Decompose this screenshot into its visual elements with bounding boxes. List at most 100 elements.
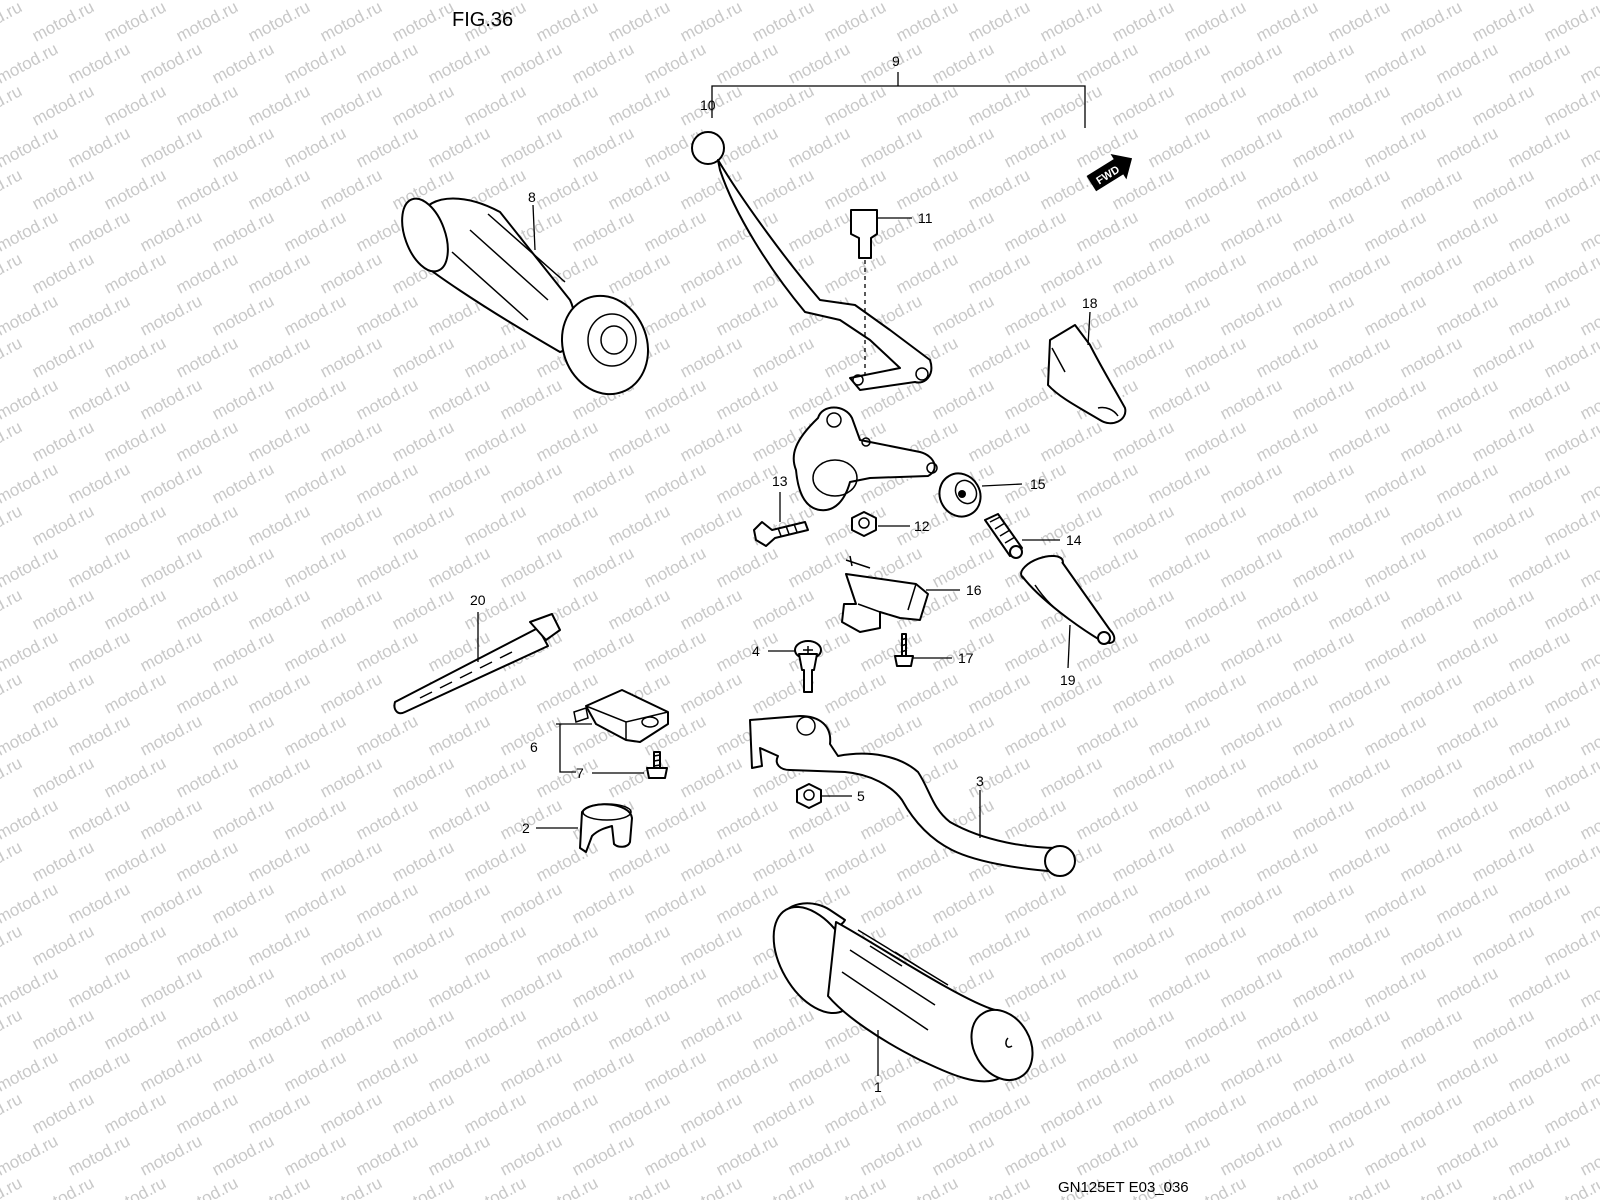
screw-17: 17 [894,633,974,667]
watermark-text: motod.ru [1325,669,1393,717]
watermark-text: motod.ru [317,81,385,129]
watermark-text: motod.ru [497,0,565,4]
watermark-text: motod.ru [569,879,637,927]
watermark-text: motod.ru [1541,417,1600,465]
watermark-text: motod.ru [821,249,889,297]
watermark-text: motod.ru [1001,123,1069,171]
watermark-text: motod.ru [1577,627,1600,675]
watermark-text: motod.ru [0,921,25,969]
watermark-text: motod.ru [1289,879,1357,927]
watermark-text: motod.ru [1397,753,1465,801]
watermark-text: motod.ru [821,0,889,46]
watermark-text: motod.ru [389,837,457,885]
watermark-text: motod.ru [137,1047,205,1095]
watermark-text: motod.ru [1325,1173,1393,1200]
pivot-bolt-11: 11 [850,209,933,375]
watermark-text: motod.ru [1109,1089,1177,1137]
watermark-text: motod.ru [353,1131,421,1179]
watermark-text: motod.ru [353,711,421,759]
watermark-text: motod.ru [497,963,565,1011]
watermark-text: motod.ru [929,879,997,927]
watermark-text: motod.ru [1073,207,1141,255]
watermark-text: motod.ru [0,291,61,339]
watermark-text: motod.ru [965,669,1033,717]
watermark-text: motod.ru [497,123,565,171]
watermark-text: motod.ru [1541,669,1600,717]
watermark-text: motod.ru [425,879,493,927]
watermark-text: motod.ru [1397,0,1465,46]
watermark-text: motod.ru [929,375,997,423]
watermark-text: motod.ru [965,249,1033,297]
watermark-text: motod.ru [1469,333,1537,381]
watermark-text: motod.ru [1361,0,1429,4]
watermark-text: motod.ru [605,1005,673,1053]
watermark-text: motod.ru [497,795,565,843]
watermark-text: motod.ru [821,1173,889,1200]
watermark-text: motod.ru [1073,1131,1141,1179]
collar-2: 2 [522,803,633,853]
watermark-text: motod.ru [389,921,457,969]
watermark-text: motod.ru [1541,165,1600,213]
watermark-text: motod.ru [1541,1005,1600,1053]
watermark-text: motod.ru [389,81,457,129]
watermark-text: motod.ru [1145,459,1213,507]
watermark-text: motod.ru [605,1089,673,1137]
watermark-text: motod.ru [821,837,889,885]
watermark-text: motod.ru [569,1047,637,1095]
watermark-text: motod.ru [1541,837,1600,885]
watermark-text: motod.ru [497,1131,565,1179]
watermark-text: motod.ru [209,795,277,843]
watermark-text: motod.ru [245,585,313,633]
watermark-text: motod.ru [1253,753,1321,801]
watermark-text: motod.ru [569,627,637,675]
watermark-text: motod.ru [29,1005,97,1053]
watermark-text: motod.ru [29,921,97,969]
watermark-text: motod.ru [353,543,421,591]
watermark-text: motod.ru [1217,123,1285,171]
watermark-text: motod.ru [137,39,205,87]
watermark-text: motod.ru [749,165,817,213]
watermark-text: motod.ru [65,711,133,759]
watermark-text: motod.ru [1397,249,1465,297]
watermark-text: motod.ru [1469,753,1537,801]
watermark-text: motod.ru [173,669,241,717]
watermark-text: motod.ru [1253,249,1321,297]
watermark-text: motod.ru [605,585,673,633]
watermark-text: motod.ru [569,963,637,1011]
watermark-text: motod.ru [1001,291,1069,339]
watermark-text: motod.ru [1469,669,1537,717]
watermark-text: motod.ru [173,753,241,801]
watermark-text: motod.ru [425,459,493,507]
watermark-text: motod.ru [1289,1047,1357,1095]
watermark-text: motod.ru [1325,585,1393,633]
watermark-text: motod.ru [1397,921,1465,969]
watermark-text: motod.ru [569,459,637,507]
watermark-text: motod.ru [1505,711,1573,759]
watermark-text: motod.ru [1253,1173,1321,1200]
watermark-text: motod.ru [425,375,493,423]
watermark-text: motod.ru [101,837,169,885]
watermark-text: motod.ru [1469,417,1537,465]
watermark-text: motod.ru [1325,165,1393,213]
watermark-text: motod.ru [1469,249,1537,297]
watermark-text: motod.ru [281,1131,349,1179]
watermark-text: motod.ru [1217,291,1285,339]
watermark-text: motod.ru [1217,1047,1285,1095]
watermark-text: motod.ru [0,1005,25,1053]
watermark-text: motod.ru [317,333,385,381]
watermark-text: motod.ru [785,1047,853,1095]
watermark-text: motod.ru [1541,501,1600,549]
watermark-text: motod.ru [1289,963,1357,1011]
watermark-text: motod.ru [857,0,925,4]
watermark-text: motod.ru [929,123,997,171]
watermark-text: motod.ru [1181,0,1249,46]
watermark-text: motod.ru [1109,921,1177,969]
watermark-text: motod.ru [641,39,709,87]
callout-17: 17 [958,650,974,666]
callout-5: 5 [857,788,865,804]
watermark-text: motod.ru [1433,711,1501,759]
watermark-text: motod.ru [1577,375,1600,423]
watermark-text: motod.ru [893,81,961,129]
watermark-text: motod.ru [677,333,745,381]
watermark-text: motod.ru [533,417,601,465]
